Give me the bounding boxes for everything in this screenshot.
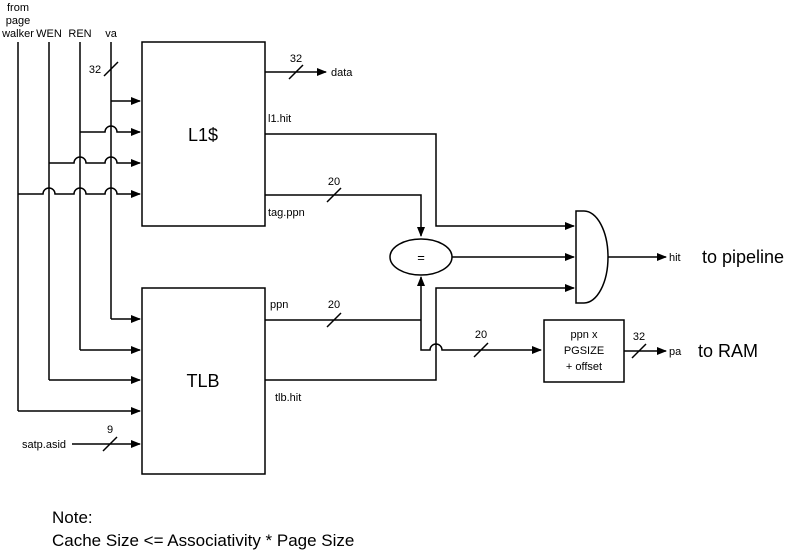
input-label-va: va — [105, 28, 118, 40]
hit-label: hit — [669, 252, 681, 264]
asid-width-label: 9 — [107, 424, 113, 436]
l1-hit-wire — [265, 133, 575, 230]
pa-calc-line-1: ppn x — [571, 329, 598, 341]
tlb-hit-port-label: tlb.hit — [275, 392, 301, 404]
data-output-label: data — [331, 67, 353, 79]
and-gate — [575, 210, 609, 304]
note-title: Note: — [52, 508, 93, 527]
comparator-label: = — [417, 250, 425, 265]
tlb-ppn-width-label: 20 — [328, 299, 340, 311]
tlb-block — [141, 287, 266, 475]
input-buses — [17, 42, 119, 411]
tag-ppn-width-label: 20 — [328, 176, 340, 188]
l1-hit-port-label: l1.hit — [268, 113, 291, 125]
data-bus-slash — [288, 64, 304, 80]
l1-input-wires — [18, 97, 141, 198]
pa-width-label: 32 — [633, 331, 645, 343]
pa-calc-block — [543, 319, 625, 383]
ppn-calc-bus-slash — [473, 342, 489, 358]
satp-asid-label: satp.asid — [22, 439, 66, 451]
tlb-hit-wire — [265, 284, 575, 381]
tag-ppn-port-label: tag.ppn — [268, 207, 305, 219]
input-label-walker: walker — [1, 28, 34, 40]
tlb-input-wires — [18, 315, 141, 452]
to-ram-label: to RAM — [698, 341, 758, 361]
ppn-port-label: ppn — [270, 299, 288, 311]
va-width-label: 32 — [89, 64, 101, 76]
tag-ppn-bus-slash — [326, 187, 342, 203]
tlb-ppn-bus-slash — [326, 312, 342, 328]
l1-cache-label: L1$ — [188, 125, 218, 145]
to-pipeline-label: to pipeline — [702, 247, 784, 267]
ppn-calc-width-label: 20 — [475, 329, 487, 341]
data-width-label: 32 — [290, 53, 302, 65]
l1-cache-block — [141, 41, 266, 227]
tag-ppn-wire — [265, 194, 425, 237]
tlb-label: TLB — [186, 371, 219, 391]
pa-label: pa — [669, 346, 682, 358]
ppn-to-pa-calc-wire — [420, 320, 542, 354]
pa-calc-line-3: + offset — [566, 361, 602, 373]
pa-calc-line-2: PGSIZE — [564, 345, 604, 357]
pa-bus-slash — [631, 343, 647, 359]
input-label-page: page — [6, 15, 30, 27]
input-label-ren: REN — [68, 28, 91, 40]
input-label-from: from — [7, 2, 29, 14]
note-text: Cache Size <= Associativity * Page Size — [52, 531, 354, 550]
input-label-wen: WEN — [36, 28, 62, 40]
